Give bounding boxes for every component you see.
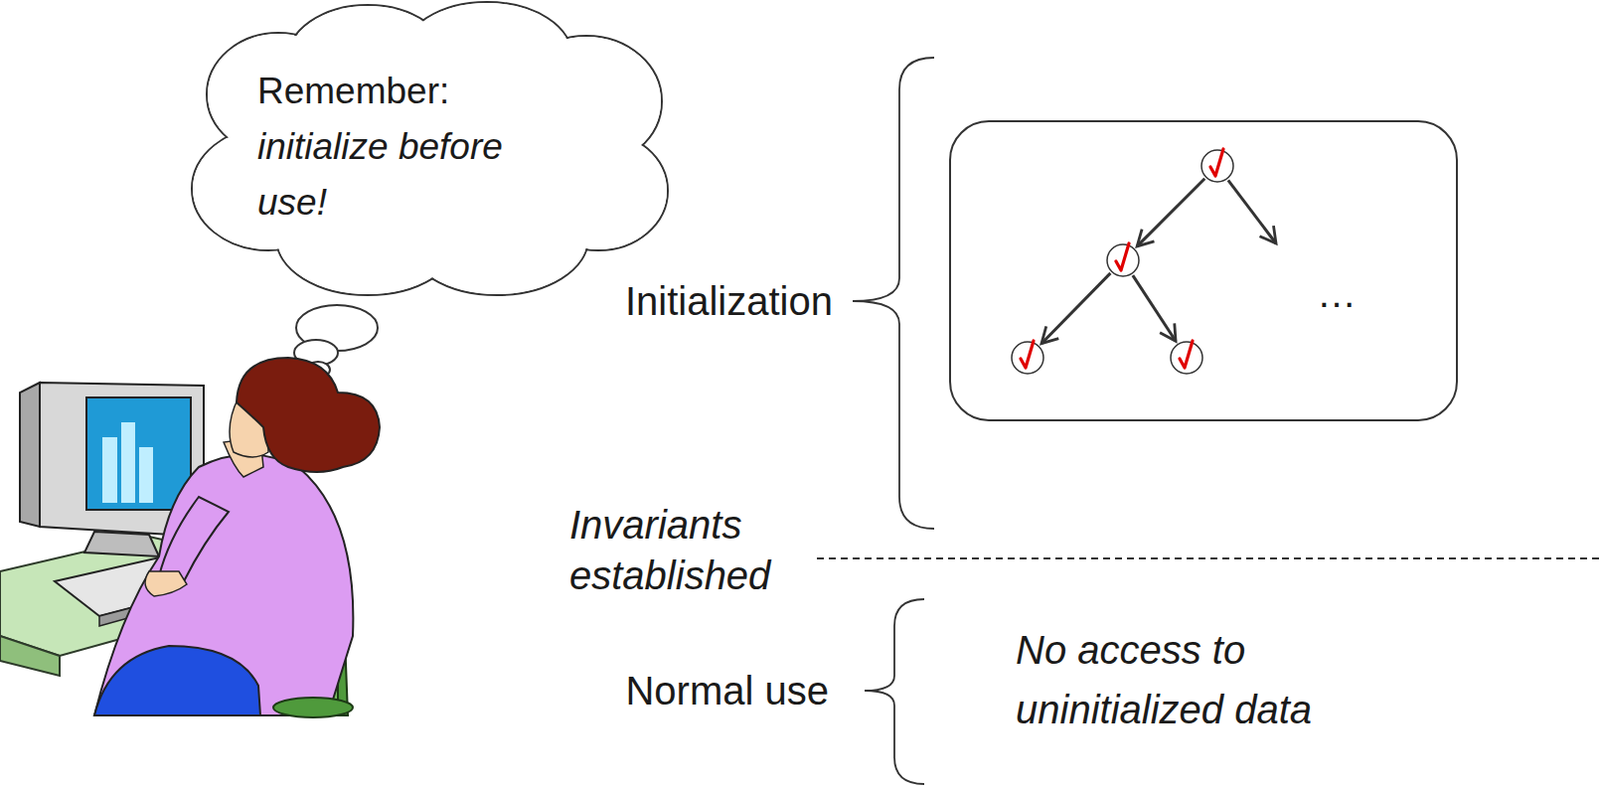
bracket (852, 57, 935, 529)
woman-at-computer (0, 357, 380, 718)
tree-box: … (949, 120, 1458, 422)
tree-node-circle (1170, 341, 1203, 374)
boundary-note: Invariants established (569, 499, 818, 602)
tree-node-circle (1011, 341, 1044, 374)
tree-arrow (1132, 275, 1176, 341)
tree-arrow (1136, 178, 1205, 247)
ellipsis-text: … (1316, 268, 1357, 319)
tree-node-circle (1107, 244, 1139, 277)
check-mark (1020, 340, 1034, 368)
bracket (864, 599, 925, 785)
thought-text: initialize before use! (257, 119, 506, 231)
phase-label: Initialization (625, 276, 833, 326)
tree-arrow (1228, 179, 1277, 244)
thought-text: Remember: (257, 63, 556, 120)
thought-cloud: Remember:initialize before use! (168, 0, 679, 304)
phase-label: Normal use (625, 665, 829, 716)
separator-line (816, 557, 1600, 560)
phase-note: No access to uninitialized data (1015, 620, 1414, 740)
check-mark (1116, 243, 1129, 271)
tree-arrow (1041, 273, 1111, 344)
check-mark (1179, 340, 1193, 368)
tree-node-circle (1201, 150, 1234, 182)
check-mark (1210, 149, 1224, 176)
tree-illustration (951, 122, 1456, 420)
